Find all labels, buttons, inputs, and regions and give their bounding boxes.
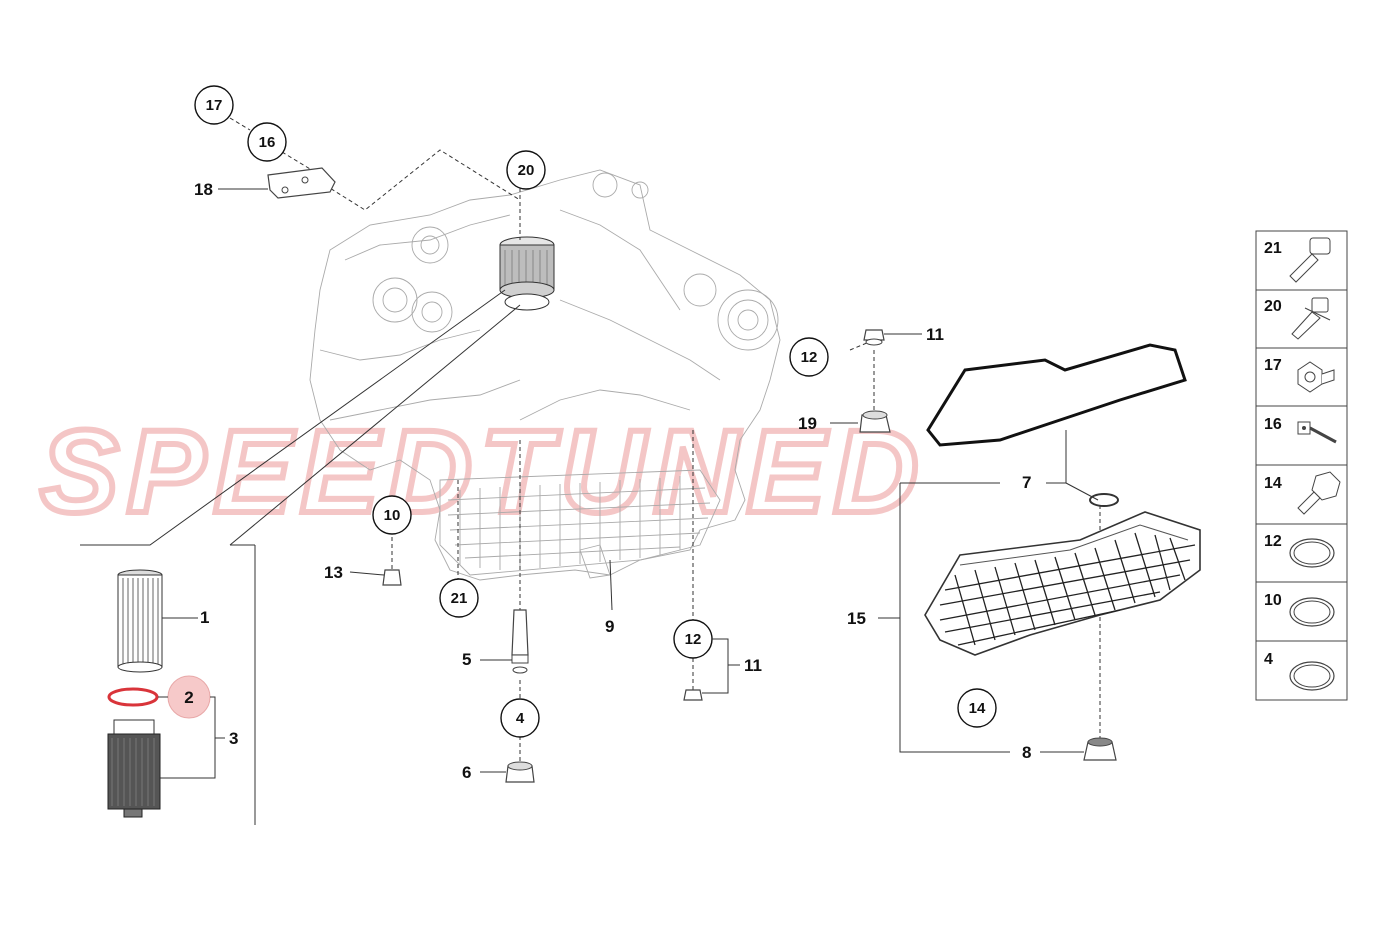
svg-text:16: 16 xyxy=(1264,416,1282,433)
housing-pan-grid xyxy=(447,476,711,570)
svg-text:4: 4 xyxy=(516,710,525,727)
oil-filter-element xyxy=(117,569,163,673)
part-11-bottom xyxy=(683,689,703,701)
svg-text:20: 20 xyxy=(1264,298,1282,315)
oil-pan-grid xyxy=(939,532,1196,646)
svg-text:21: 21 xyxy=(451,590,468,607)
callout-20[interactable]: 20 xyxy=(506,150,546,190)
svg-text:21: 21 xyxy=(1264,240,1282,257)
svg-text:10: 10 xyxy=(1264,592,1282,609)
seal-ring-icon xyxy=(1289,597,1335,627)
legend-row-16[interactable]: 16 xyxy=(1264,416,1337,444)
hex-bolt-icon xyxy=(1297,471,1341,515)
legend-row-10[interactable]: 10 xyxy=(1264,592,1335,627)
callout-19[interactable]: 19 xyxy=(798,414,817,433)
legend-table: 21 20 17 16 xyxy=(1255,230,1348,701)
callout-10[interactable]: 10 xyxy=(372,495,412,535)
callout-2-highlighted[interactable]: 2 xyxy=(167,675,211,719)
svg-text:12: 12 xyxy=(1264,533,1282,550)
label-6: 6 xyxy=(462,763,471,782)
svg-text:12: 12 xyxy=(685,631,702,648)
gearbox-housing xyxy=(309,169,781,581)
legend-row-14[interactable]: 14 xyxy=(1264,471,1341,515)
svg-text:2: 2 xyxy=(184,688,193,707)
callout-14[interactable]: 14 xyxy=(957,688,997,728)
callout-21[interactable]: 21 xyxy=(439,578,479,618)
svg-text:17: 17 xyxy=(206,97,223,114)
pan-gasket xyxy=(926,343,1187,447)
label-11-bottom: 11 xyxy=(744,656,762,675)
filter-housing-top xyxy=(499,236,555,311)
label-5: 5 xyxy=(462,650,471,669)
svg-text:14: 14 xyxy=(969,700,986,717)
legend-row-12[interactable]: 12 xyxy=(1264,533,1335,568)
seal-ring-icon xyxy=(1289,661,1335,691)
label-7: 7 xyxy=(1022,473,1031,492)
part-19-plug xyxy=(859,410,891,433)
callout-12-bottom[interactable]: 12 xyxy=(673,619,713,659)
label-9: 9 xyxy=(605,617,614,636)
bolt-stud-icon xyxy=(1291,297,1331,340)
svg-text:19: 19 xyxy=(798,414,817,433)
bolt-long-icon xyxy=(1289,237,1331,283)
svg-text:14: 14 xyxy=(1264,475,1282,492)
hex-nut-icon xyxy=(1297,361,1335,393)
svg-text:12: 12 xyxy=(801,349,818,366)
seal-ring-pan xyxy=(1089,493,1119,507)
legend-row-20[interactable]: 20 xyxy=(1264,297,1331,340)
part-6-plug xyxy=(505,761,535,783)
oil-pan xyxy=(924,511,1201,656)
callout-12-top[interactable]: 12 xyxy=(789,337,829,377)
sensor-icon xyxy=(1297,421,1337,444)
svg-text:10: 10 xyxy=(384,507,401,524)
filter-cover xyxy=(107,719,161,818)
legend-row-17[interactable]: 17 xyxy=(1264,357,1335,393)
label-8: 8 xyxy=(1022,743,1031,762)
seal-ring-icon xyxy=(1289,538,1335,568)
part-13-plug xyxy=(382,569,402,586)
callout-4[interactable]: 4 xyxy=(500,698,540,738)
bracket-18 xyxy=(267,167,336,199)
part-8-plug xyxy=(1083,737,1117,761)
svg-text:17: 17 xyxy=(1264,357,1282,374)
oring-2 xyxy=(107,687,159,707)
label-1: 1 xyxy=(200,608,209,627)
label-15: 15 xyxy=(847,609,866,628)
label-18: 18 xyxy=(194,180,213,199)
svg-text:4: 4 xyxy=(1264,651,1273,668)
legend-row-21[interactable]: 21 xyxy=(1264,237,1331,283)
watermark: SPEEDTUNED xyxy=(40,406,926,538)
part-11-top xyxy=(863,329,885,346)
callout-17[interactable]: 17 xyxy=(194,85,234,125)
svg-text:20: 20 xyxy=(518,162,535,179)
svg-text:16: 16 xyxy=(259,134,276,151)
legend-row-4[interactable]: 4 xyxy=(1264,651,1335,691)
label-13: 13 xyxy=(324,563,343,582)
label-3: 3 xyxy=(229,729,238,748)
callout-16[interactable]: 16 xyxy=(247,122,287,162)
label-11-top: 11 xyxy=(926,325,944,344)
part-5-tube xyxy=(511,609,529,674)
